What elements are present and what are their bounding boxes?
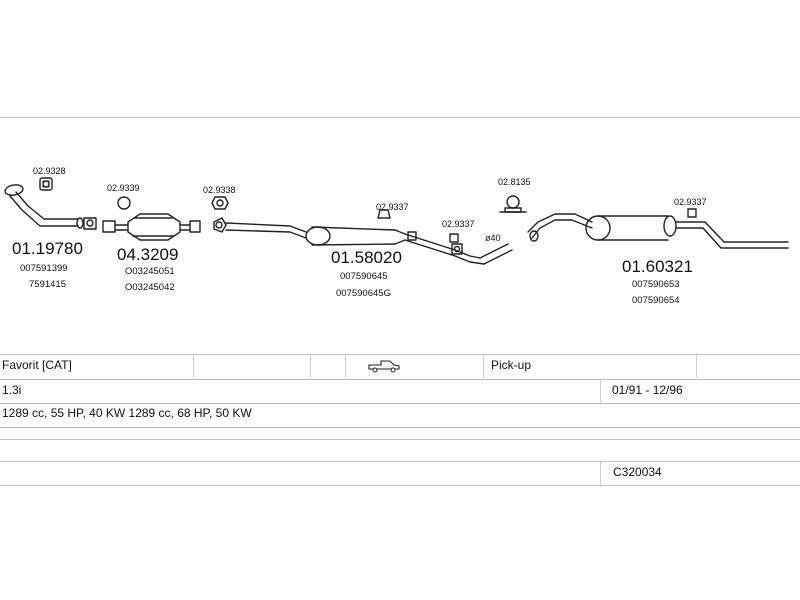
clamp-label-p6: 02.8135 [498,177,531,187]
col-divider [696,355,697,378]
vehicle-row-engine: 1.3i 01/91 - 12/96 [0,380,800,403]
power-cell: 1289 cc, 55 HP, 40 KW 1289 cc, 68 HP, 50… [2,406,252,420]
clamp-label-p7: 02.9337 [674,197,707,207]
body-type-cell: Pick-up [491,358,532,372]
pipe-diameter: ø40 [485,233,501,243]
ref-p4-b: 007590645G [336,288,391,299]
row-divider [0,461,800,462]
col-divider [600,380,601,403]
code-cell: C320034 [613,465,662,479]
middle-silencer-drawing [225,209,513,265]
ref-p7-a: 007590653 [632,279,680,290]
clamp-label-p4: 02.9337 [376,202,409,212]
row-divider [0,427,800,428]
col-divider [345,355,346,378]
catalyst-drawing [102,196,201,241]
row-divider [0,379,800,380]
col-divider [310,355,311,378]
row-divider [0,439,800,440]
vehicle-row-code: C320034 [0,462,800,485]
ref-p2-a: O03245051 [125,266,175,277]
engine-cell: 1.3i [2,383,22,397]
part-number-p2: 04.3209 [117,245,178,264]
col-divider [193,355,194,378]
ref-p7-b: 007590654 [632,295,680,306]
clamp-label-p2: 02.9339 [107,183,140,193]
ref-p1-b: 7591415 [29,279,66,290]
vehicle-row-power: 1289 cc, 55 HP, 40 KW 1289 cc, 68 HP, 50… [0,403,800,426]
part-number-p1: 01.19780 [12,239,83,258]
model-cell: Favorit [CAT] [2,358,72,372]
exhaust-diagram: 02.9328 01.19780 007591399 7591415 02.93… [4,166,789,306]
ref-p1-a: 007591399 [20,263,68,274]
clamp-label-p1: 02.9328 [33,166,66,176]
years-cell: 01/91 - 12/96 [612,383,683,397]
gasket-02-9338-drawing [211,196,229,233]
part-number-p4: 01.58020 [331,248,402,267]
ref-p2-b: O03245042 [125,282,175,293]
rear-silencer-drawing [527,208,789,249]
front-pipe-drawing [4,184,97,230]
row-divider [0,403,800,404]
rubber-mount-02-8135-drawing [499,195,527,213]
clamp-02-9337-drawing [449,233,459,243]
clamp-label-p3: 02.9338 [203,185,236,195]
top-border [0,117,800,118]
row-divider [0,485,800,486]
col-divider [483,355,484,378]
table-top-border [0,354,800,355]
part-number-p7: 01.60321 [622,257,693,276]
clamp-label-p5: 02.9337 [442,219,475,229]
pickup-truck-icon [368,359,400,376]
col-divider [600,462,601,485]
vehicle-row-model: Favorit [CAT] Pick-up [0,355,800,378]
clamp-02-9328-drawing [39,177,53,191]
ref-p4-a: 007590645 [340,271,388,282]
